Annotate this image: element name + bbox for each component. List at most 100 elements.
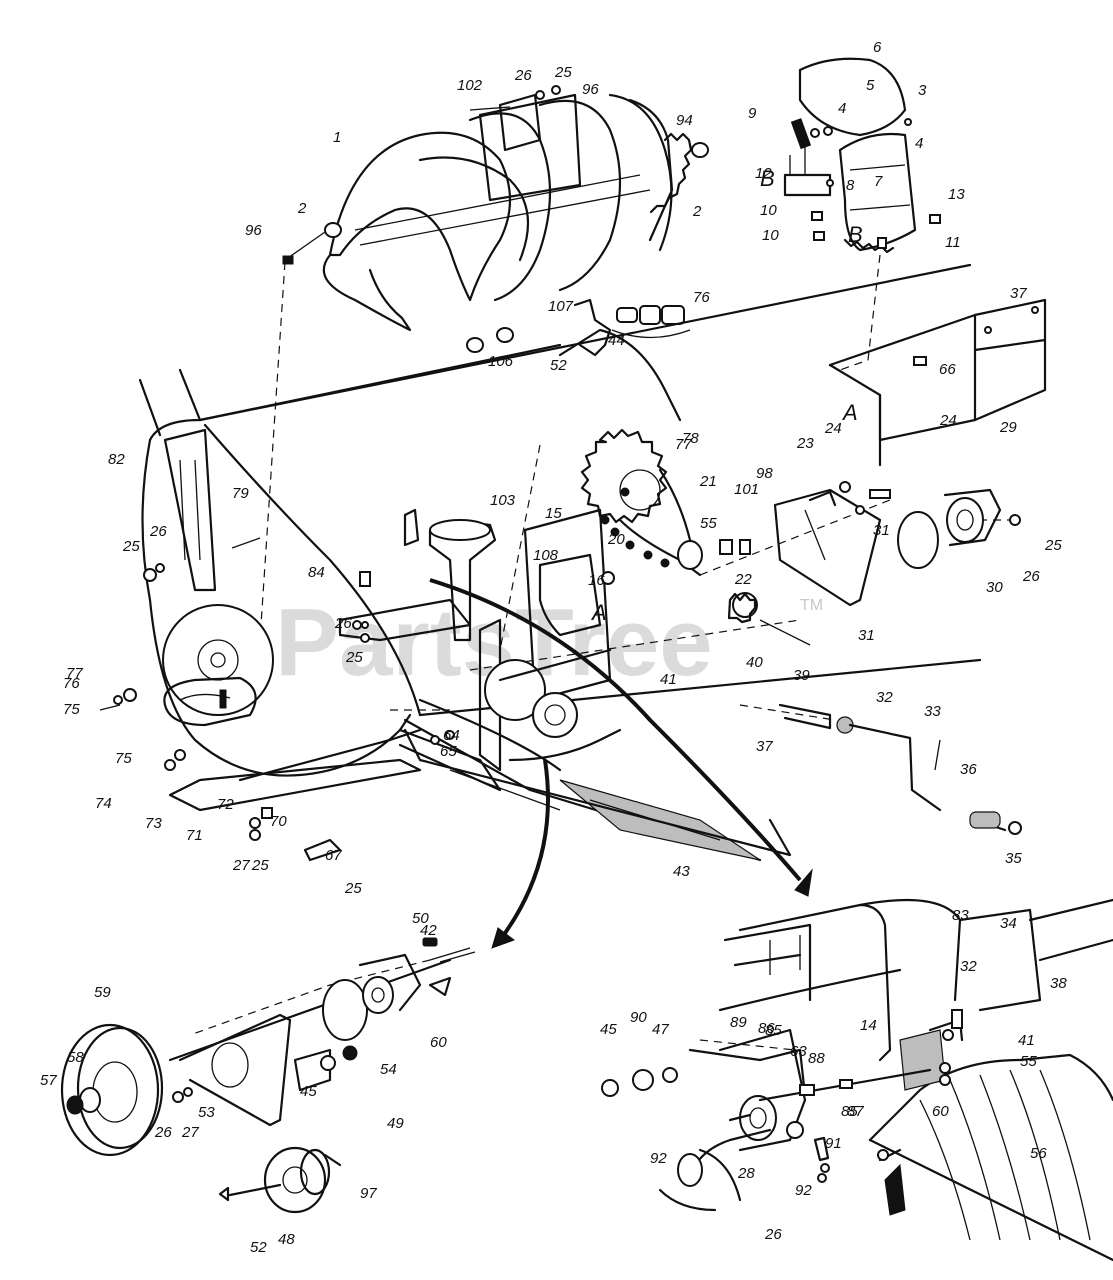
callout-label: 85 (765, 1022, 782, 1039)
callout-label: 56 (1030, 1145, 1047, 1162)
section-letter: B (848, 222, 863, 247)
callout-label: 90 (630, 1009, 647, 1026)
callout-label: 26 (154, 1124, 172, 1141)
callout-label: 45 (600, 1021, 617, 1038)
callout-label: 45 (300, 1083, 317, 1100)
callout-label: 102 (457, 77, 483, 94)
callout-label: 27 (181, 1124, 199, 1141)
callout-label: 1 (333, 129, 341, 146)
callout-label: 64 (443, 727, 460, 744)
callout-label: 57 (40, 1072, 57, 1089)
callout-label: 25 (251, 857, 269, 874)
callout-label: 53 (198, 1104, 215, 1121)
callout-label: 25 (345, 649, 363, 666)
callout-label: 4 (838, 100, 846, 117)
callout-label: 55 (1020, 1053, 1037, 1070)
callout-label: 22 (734, 571, 752, 588)
callout-label: 52 (250, 1239, 267, 1256)
rear-frame (198, 263, 1047, 467)
drive-plate (478, 508, 622, 772)
auger-assembly (282, 85, 709, 353)
callout-label: 41 (660, 671, 677, 688)
callout-label: 73 (145, 815, 162, 832)
callout-label: 52 (550, 357, 567, 374)
callout-label: 103 (490, 492, 516, 509)
impeller-discharge (338, 508, 497, 643)
callout-labels: 1 2 2 3 4 4 5 6 7 8 9 10 10 11 12 13 14 … (40, 39, 1067, 1256)
callout-label: 3 (918, 82, 927, 99)
callout-label: 32 (960, 958, 977, 975)
callout-label: 82 (108, 451, 125, 468)
callout-label: 89 (730, 1014, 747, 1031)
callout-label: 13 (948, 186, 965, 203)
callout-label: 74 (95, 795, 112, 812)
callout-label: 36 (960, 761, 977, 778)
callout-label: 28 (737, 1165, 755, 1182)
callout-label: 50 (412, 910, 429, 927)
callout-label: 71 (186, 827, 203, 844)
callout-label: 24 (939, 412, 957, 429)
callout-label: 2 (297, 200, 307, 217)
callout-label: 44 (608, 332, 625, 349)
callout-label: 55 (700, 515, 717, 532)
leader-lines (189, 254, 1015, 1051)
callout-label: 39 (793, 667, 810, 684)
callout-label: 21 (699, 473, 717, 490)
callout-label: 10 (760, 202, 777, 219)
callout-label: 31 (873, 522, 890, 539)
callout-label: 48 (278, 1231, 295, 1248)
callout-label: 25 (344, 880, 362, 897)
callout-label: 76 (693, 289, 710, 306)
callout-label: 25 (122, 538, 140, 555)
belt-area (403, 698, 762, 862)
callout-label: 87 (847, 1103, 864, 1120)
callout-label: 59 (94, 984, 111, 1001)
callout-label: 43 (673, 863, 690, 880)
callout-label: 97 (360, 1185, 377, 1202)
callout-label: 108 (533, 547, 559, 564)
callout-label: 25 (554, 64, 572, 81)
callout-label: 106 (488, 353, 514, 370)
sprocket-chain (538, 298, 811, 646)
callout-label: 8 (846, 177, 855, 194)
callout-label: 38 (1050, 975, 1067, 992)
callout-label: 7 (874, 173, 883, 190)
callout-label: 14 (860, 1017, 877, 1034)
callout-label: 60 (430, 1034, 447, 1051)
flow-arrows (429, 578, 813, 949)
callout-label: 6 (873, 39, 882, 56)
callout-label: 2 (692, 203, 702, 220)
callout-label: 88 (808, 1050, 825, 1067)
callout-label: 58 (67, 1049, 84, 1066)
callout-label: 37 (756, 738, 773, 755)
callout-label: 23 (796, 435, 814, 452)
callout-label: 29 (999, 419, 1017, 436)
callout-label: 16 (588, 572, 605, 589)
callout-label: 42 (420, 922, 437, 939)
bearing-housing-right (719, 481, 1021, 607)
callout-label: 75 (63, 701, 80, 718)
callout-label: 26 (514, 67, 532, 84)
callout-label: 15 (545, 505, 562, 522)
callout-label: 66 (939, 361, 956, 378)
callout-label: 94 (676, 112, 693, 129)
callout-label: 9 (748, 105, 757, 122)
callout-label: 83 (952, 907, 969, 924)
callout-label: 37 (1010, 285, 1027, 302)
chain-link-kit (611, 305, 691, 339)
callout-label: 40 (746, 654, 763, 671)
callout-label: 49 (387, 1115, 404, 1132)
callout-label: 77 (675, 436, 692, 453)
callout-label: 24 (824, 420, 842, 437)
callout-label: 65 (440, 743, 457, 760)
callout-label: 34 (1000, 915, 1017, 932)
callout-label: 98 (756, 465, 773, 482)
callout-label: 30 (986, 579, 1003, 596)
callout-label: 101 (734, 481, 759, 498)
callout-label: 54 (380, 1061, 397, 1078)
callout-label: 86 (758, 1020, 775, 1037)
callout-label: 26 (334, 615, 352, 632)
callout-label: 76 (63, 675, 80, 692)
section-letters: B B A A (590, 166, 863, 625)
callout-label: 107 (548, 298, 574, 315)
